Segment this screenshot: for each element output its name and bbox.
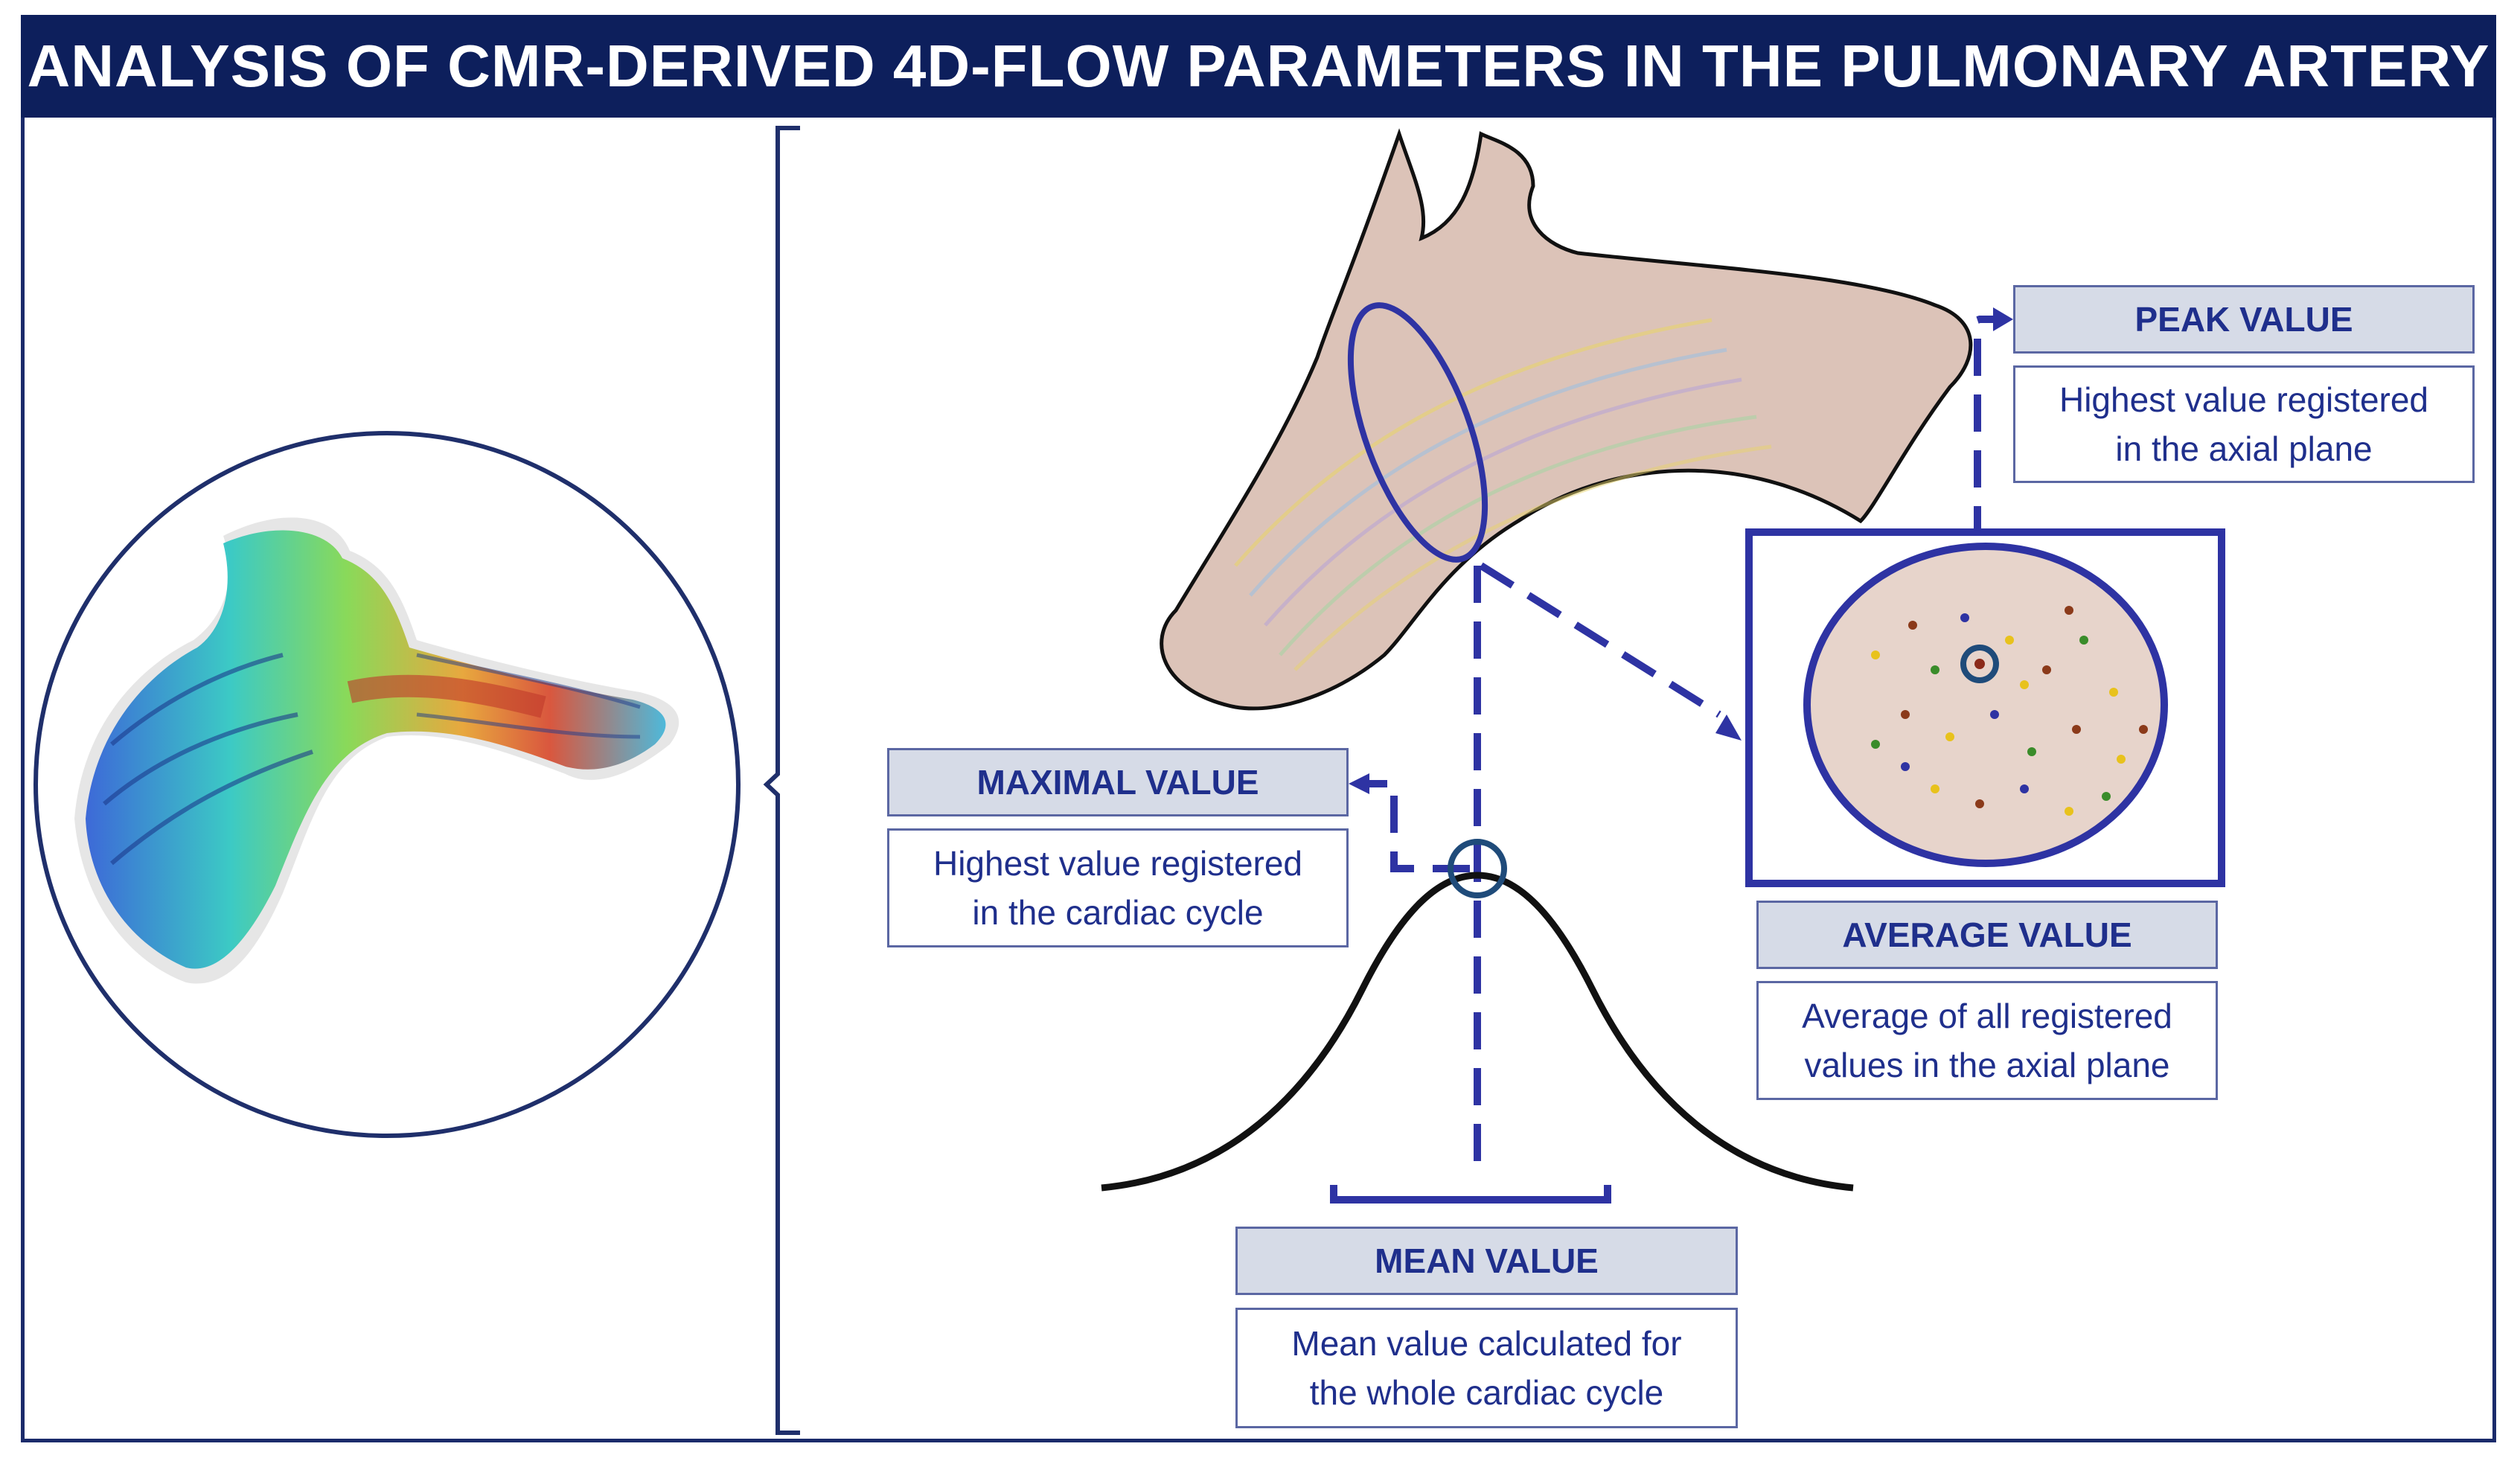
mean-desc-line2: the whole cardiac cycle bbox=[1309, 1373, 1664, 1412]
velocity-dots bbox=[1871, 606, 2148, 816]
cardiac-cycle-curve bbox=[1101, 839, 1854, 1204]
arrowhead-average bbox=[1715, 715, 1742, 741]
peak-desc-line2: in the axial plane bbox=[2115, 429, 2373, 468]
vessel-illustration bbox=[1160, 128, 1973, 711]
axial-plane-cross-section bbox=[1745, 528, 2225, 887]
peak-value-label: PEAK VALUE bbox=[2013, 285, 2475, 354]
average-desc-line1: Average of all registered bbox=[1802, 997, 2172, 1035]
flow-render-circle bbox=[33, 431, 741, 1138]
maximal-desc-line1: Highest value registered bbox=[933, 844, 1303, 883]
mean-desc-line1: Mean value calculated for bbox=[1291, 1324, 1682, 1363]
average-desc-line2: values in the axial plane bbox=[1804, 1046, 2170, 1084]
maximal-value-label: MAXIMAL VALUE bbox=[887, 748, 1349, 816]
page-title: ANALYSIS OF CMR-DERIVED 4D-FLOW PARAMETE… bbox=[21, 15, 2496, 118]
flow-streamlines-image bbox=[74, 517, 679, 984]
mean-value-description: Mean value calculated for the whole card… bbox=[1235, 1308, 1738, 1428]
mean-value-label: MEAN VALUE bbox=[1235, 1227, 1738, 1295]
peak-value-description: Highest value registered in the axial pl… bbox=[2013, 365, 2475, 483]
arrowhead-maximal bbox=[1349, 773, 1369, 794]
average-value-description: Average of all registered values in the … bbox=[1756, 981, 2218, 1100]
peak-desc-line1: Highest value registered bbox=[2059, 380, 2429, 419]
maximal-desc-line2: in the cardiac cycle bbox=[972, 893, 1264, 932]
arrowhead-peak bbox=[1993, 307, 2013, 331]
bracket bbox=[763, 126, 800, 1435]
average-value-label: AVERAGE VALUE bbox=[1756, 901, 2218, 969]
maximal-value-description: Highest value registered in the cardiac … bbox=[887, 828, 1349, 947]
